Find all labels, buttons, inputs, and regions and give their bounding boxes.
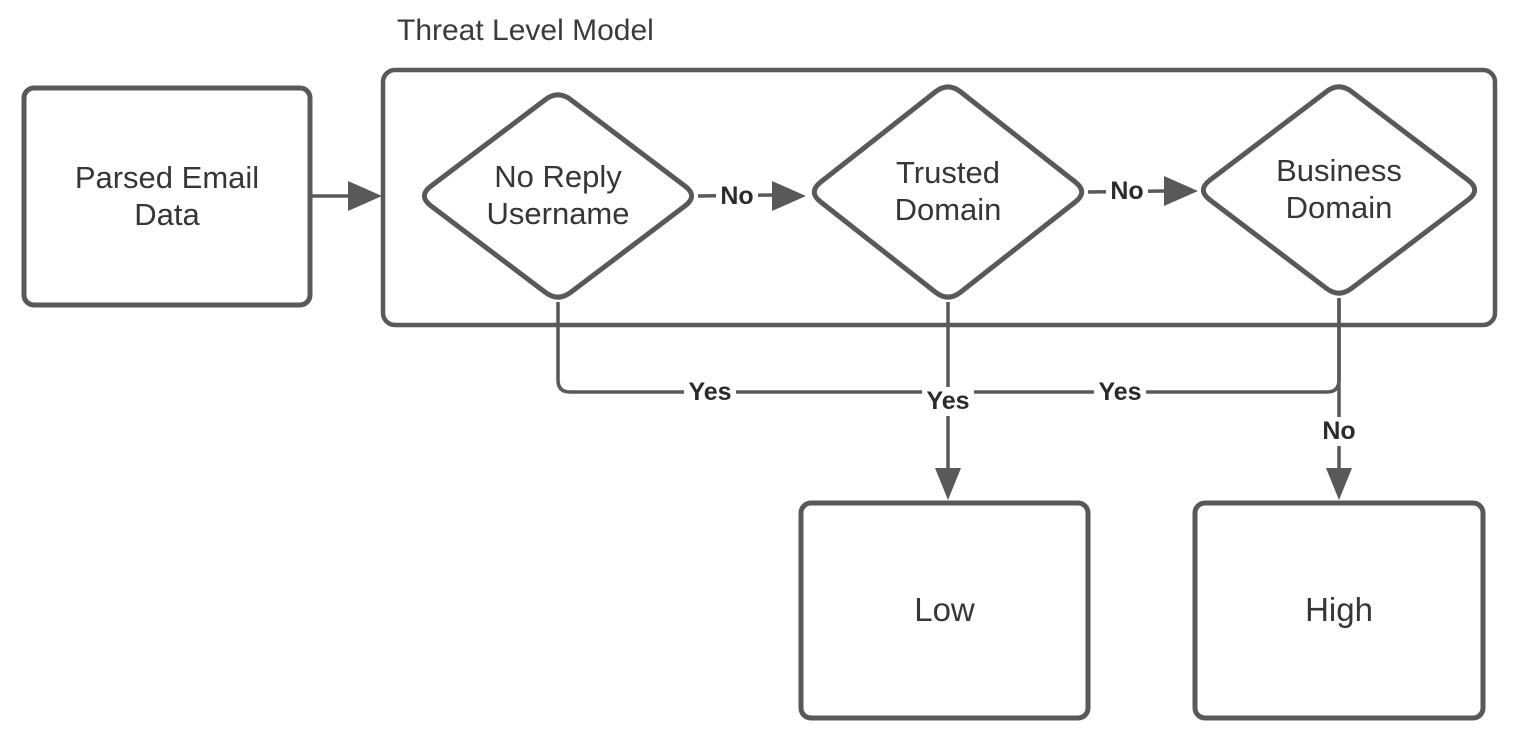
node-business-domain bbox=[1200, 84, 1478, 296]
arrowhead-noreply-no bbox=[772, 181, 806, 211]
edge-label-business-no: No bbox=[1308, 414, 1370, 448]
edge-noreply-yes bbox=[556, 302, 948, 394]
edge-label-noreply-no: No bbox=[706, 179, 768, 213]
node-no-reply-username bbox=[421, 92, 695, 300]
node-trusted-domain bbox=[811, 84, 1085, 300]
node-low-label: Low bbox=[914, 591, 975, 629]
edge-label-business-yes: Yes bbox=[1082, 375, 1158, 409]
threat-level-model-group bbox=[380, 67, 1498, 328]
node-business-domain-label: Business Domain bbox=[1276, 153, 1402, 225]
edge-label-noreply-yes: Yes bbox=[672, 375, 748, 409]
node-parsed-email-data bbox=[21, 85, 313, 308]
node-low bbox=[798, 500, 1091, 721]
node-no-reply-username-label: No Reply Username bbox=[486, 159, 630, 231]
arrowhead-to-high bbox=[1326, 468, 1352, 500]
edge-label-trusted-yes: Yes bbox=[905, 384, 991, 418]
edge-label-trusted-no: No bbox=[1096, 174, 1158, 208]
node-high bbox=[1192, 500, 1486, 721]
diagram-title: Threat Level Model bbox=[397, 14, 654, 47]
arrowhead-trusted-no bbox=[1164, 176, 1198, 206]
arrowhead-to-low bbox=[935, 468, 961, 500]
node-parsed-email-data-label: Parsed Email Data bbox=[74, 159, 260, 232]
node-trusted-domain-label: Trusted Domain bbox=[894, 155, 1002, 227]
node-high-label: High bbox=[1305, 591, 1373, 629]
arrowhead-parsed-to-model bbox=[348, 181, 382, 211]
